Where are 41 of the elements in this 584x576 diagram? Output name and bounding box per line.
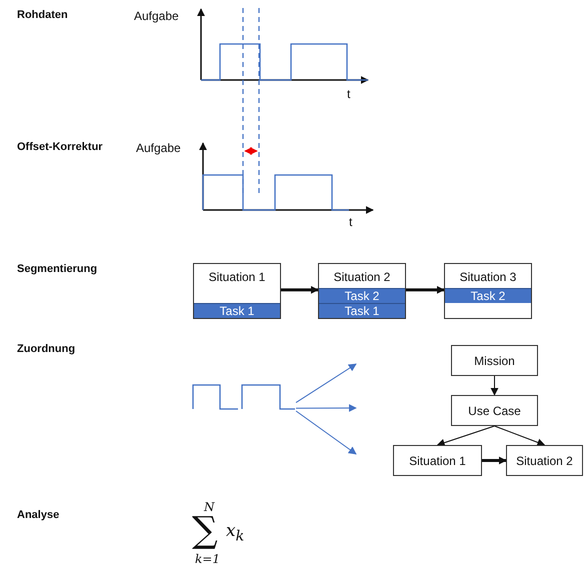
box-title: Situation 2 xyxy=(515,452,574,470)
box-title: Situation 1 xyxy=(208,270,266,284)
box-title: Situation 1 xyxy=(408,452,467,470)
row-heading: Offset-Korrektur xyxy=(17,141,103,153)
box-title: Use Case xyxy=(467,402,522,420)
arrow xyxy=(296,410,357,454)
arrow xyxy=(406,286,445,294)
row-heading: Rohdaten xyxy=(17,9,68,21)
formula-text: k=1 xyxy=(195,552,220,566)
process-box xyxy=(506,445,583,476)
process-box xyxy=(393,445,482,476)
box-title: Situation 2 xyxy=(332,270,392,284)
situation-box xyxy=(193,263,281,319)
formula-text: x$_{k}$ xyxy=(226,521,244,544)
axis-label: Aufgabe xyxy=(136,141,181,155)
axis-label: Aufgabe xyxy=(134,9,179,23)
arrow xyxy=(490,376,498,396)
situation-box xyxy=(318,263,406,319)
arrow xyxy=(296,404,357,412)
arrow xyxy=(494,426,546,446)
row-heading: Analyse xyxy=(17,509,60,521)
formula-text: N xyxy=(204,500,214,514)
box-title: Mission xyxy=(473,352,516,370)
arrow xyxy=(296,364,357,404)
process-box xyxy=(451,345,538,376)
task-bar: Task 2 xyxy=(319,288,405,303)
formula-text: ∑ xyxy=(192,513,218,549)
row-heading: Zuordnung xyxy=(17,343,76,355)
row-heading: Segmentierung xyxy=(17,263,98,275)
axis-label: t xyxy=(347,87,350,101)
arrow xyxy=(281,286,319,294)
arrow xyxy=(482,456,507,464)
signal-waveform-drawing xyxy=(192,383,296,411)
axis-label: t xyxy=(349,215,352,229)
task-bar: Task 1 xyxy=(319,303,405,318)
task-bar: Task 2 xyxy=(445,288,531,303)
box-title: Situation 3 xyxy=(458,270,518,284)
situation-box xyxy=(444,263,532,319)
process-box xyxy=(451,395,538,426)
task-bar: Task 1 xyxy=(194,303,280,318)
arrow xyxy=(436,426,495,447)
